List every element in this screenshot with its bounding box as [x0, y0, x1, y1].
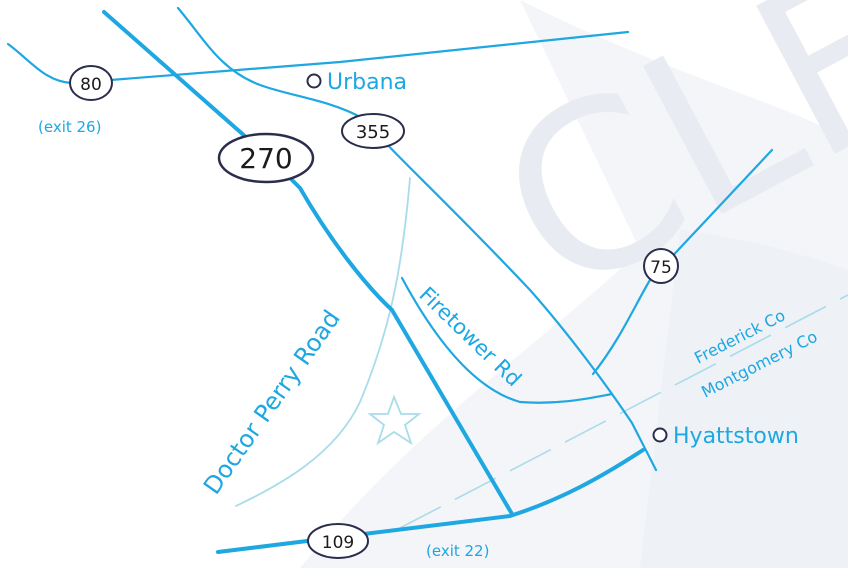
- road-i270: [102, 10, 514, 516]
- town-hyattstown: Hyattstown: [652, 424, 799, 449]
- shield-label-80: 80: [80, 75, 102, 95]
- shield-label-355: 355: [356, 122, 390, 143]
- star-icon: [367, 394, 422, 446]
- town-dot-icon: [306, 73, 322, 89]
- shield-label-270: 270: [239, 142, 292, 175]
- shield-route-75: 75: [643, 248, 679, 284]
- shield-label-75: 75: [650, 258, 672, 278]
- road-doctor-perry: [235, 177, 411, 507]
- shield-route-355: 355: [341, 113, 405, 149]
- town-urbana: Urbana: [306, 70, 407, 95]
- shield-route-80: 80: [69, 65, 113, 101]
- shield-route-109: 109: [307, 523, 369, 559]
- town-dot-icon: [652, 427, 668, 443]
- road-firetower: [400, 276, 614, 404]
- watermark-shape-2: [640, 230, 848, 568]
- label-exit-22: (exit 22): [426, 542, 489, 560]
- road-route-75: [591, 148, 774, 376]
- shield-i270: 270: [217, 132, 315, 184]
- town-label-hyattstown: Hyattstown: [673, 424, 799, 449]
- label-exit-26: (exit 26): [38, 118, 101, 136]
- road-route-109: [216, 448, 645, 554]
- town-label-urbana: Urbana: [327, 70, 407, 95]
- shield-label-109: 109: [322, 533, 354, 553]
